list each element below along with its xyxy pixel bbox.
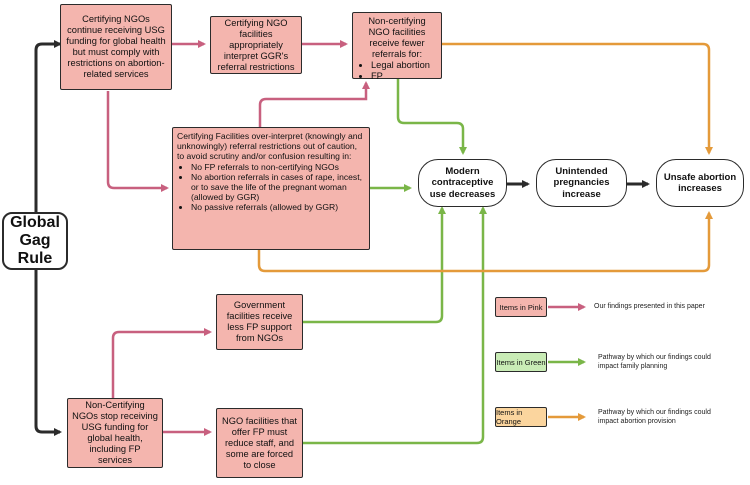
unintended-pregnancies-text: Unintended pregnancies increase [553, 165, 610, 200]
list-item: Legal abortion [371, 60, 437, 71]
arrow-ngo-facilities-to-contraceptive [303, 206, 487, 445]
certifying-facilities-interpret-text: Certifying NGO facilities appropriately … [217, 17, 295, 72]
arrow-noncertifying-to-government [111, 328, 212, 398]
root-line-2: Gag [19, 232, 51, 249]
arrow-overinterpret-to-referrals [258, 81, 370, 127]
legend-swatch-pink-label: Items in Pink [499, 302, 543, 312]
legend-text-green: Pathway by which our findings could impa… [598, 353, 733, 371]
legend-text-pink-label: Our findings presented in this paper [594, 303, 705, 310]
arrow-referrals-to-contraceptive [396, 79, 467, 155]
list-item: No FP referrals to non-certifying NGOs [191, 162, 365, 172]
legend-swatch-green: Items in Green [495, 352, 547, 372]
ngo-facilities-fp-box: NGO facilities that offer FP must reduce… [216, 408, 303, 478]
arrow-rule-to-certifying [34, 40, 62, 212]
unsafe-abortion-oval: Unsafe abortion increases [656, 159, 744, 207]
noncertifying-referrals-list: Legal abortion FP [357, 60, 437, 82]
noncertifying-referrals-box: Non-certifying NGO facilities receive fe… [352, 12, 442, 82]
list-item: FP [371, 71, 437, 82]
noncertifying-ngos-text: Non-Certifying NGOs stop receiving USG f… [72, 400, 158, 465]
overinterpret-lead: Certifying Facilities over-interpret (kn… [177, 131, 363, 162]
legend-swatch-green-label: Items in Green [496, 357, 546, 367]
legend-swatch-orange: Items in Orange [495, 407, 547, 427]
list-item: No abortion referrals in cases of rape, … [191, 172, 365, 203]
government-facilities-box: Government facilities receive less FP su… [216, 294, 303, 350]
modern-contraceptive-oval: Modern contraceptive use decreases [418, 159, 507, 207]
legend-swatch-orange-label: Items in Orange [496, 408, 523, 426]
root-line-3: Rule [17, 250, 53, 267]
legend-text-green-label: Pathway by which our findings could impa… [598, 354, 711, 370]
certifying-ngos-box: Certifying NGOs continue receiving USG f… [60, 4, 172, 90]
legend-text-pink: Our findings presented in this paper [594, 302, 744, 311]
overinterpret-box: Certifying Facilities over-interpret (kn… [172, 127, 370, 250]
modern-contraceptive-text: Modern contraceptive use decreases [429, 165, 496, 200]
unintended-pregnancies-oval: Unintended pregnancies increase [536, 159, 627, 207]
arrow-government-to-contraceptive [303, 206, 446, 324]
ngo-facilities-fp-text: NGO facilities that offer FP must reduce… [222, 415, 297, 470]
legend-swatch-pink: Items in Pink [495, 297, 547, 317]
certifying-ngos-text: Certifying NGOs continue receiving USG f… [66, 14, 166, 79]
overinterpret-list: No FP referrals to non-certifying NGOs N… [177, 162, 365, 213]
list-item: No passive referrals (allowed by GGR) [191, 202, 365, 212]
noncertifying-referrals-lead: Non-certifying NGO facilities receive fe… [368, 16, 426, 59]
legend-text-orange-label: Pathway by which our findings could impa… [598, 409, 711, 425]
arrow-rule-to-noncertifying [34, 270, 62, 436]
arrow-referrals-to-unsafe [442, 42, 713, 155]
noncertifying-ngos-box: Non-Certifying NGOs stop receiving USG f… [67, 398, 163, 468]
certifying-facilities-interpret-box: Certifying NGO facilities appropriately … [210, 16, 302, 74]
arrow-certifying-to-overinterpret [106, 91, 169, 192]
government-facilities-text: Government facilities receive less FP su… [226, 300, 293, 343]
unsafe-abortion-text: Unsafe abortion increases [663, 171, 737, 195]
global-gag-rule-box: Global Gag Rule [2, 212, 68, 270]
root-line-1: Global [10, 214, 60, 231]
legend-text-orange: Pathway by which our findings could impa… [598, 408, 733, 426]
arrow-overinterpret-to-unsafe [257, 211, 713, 273]
